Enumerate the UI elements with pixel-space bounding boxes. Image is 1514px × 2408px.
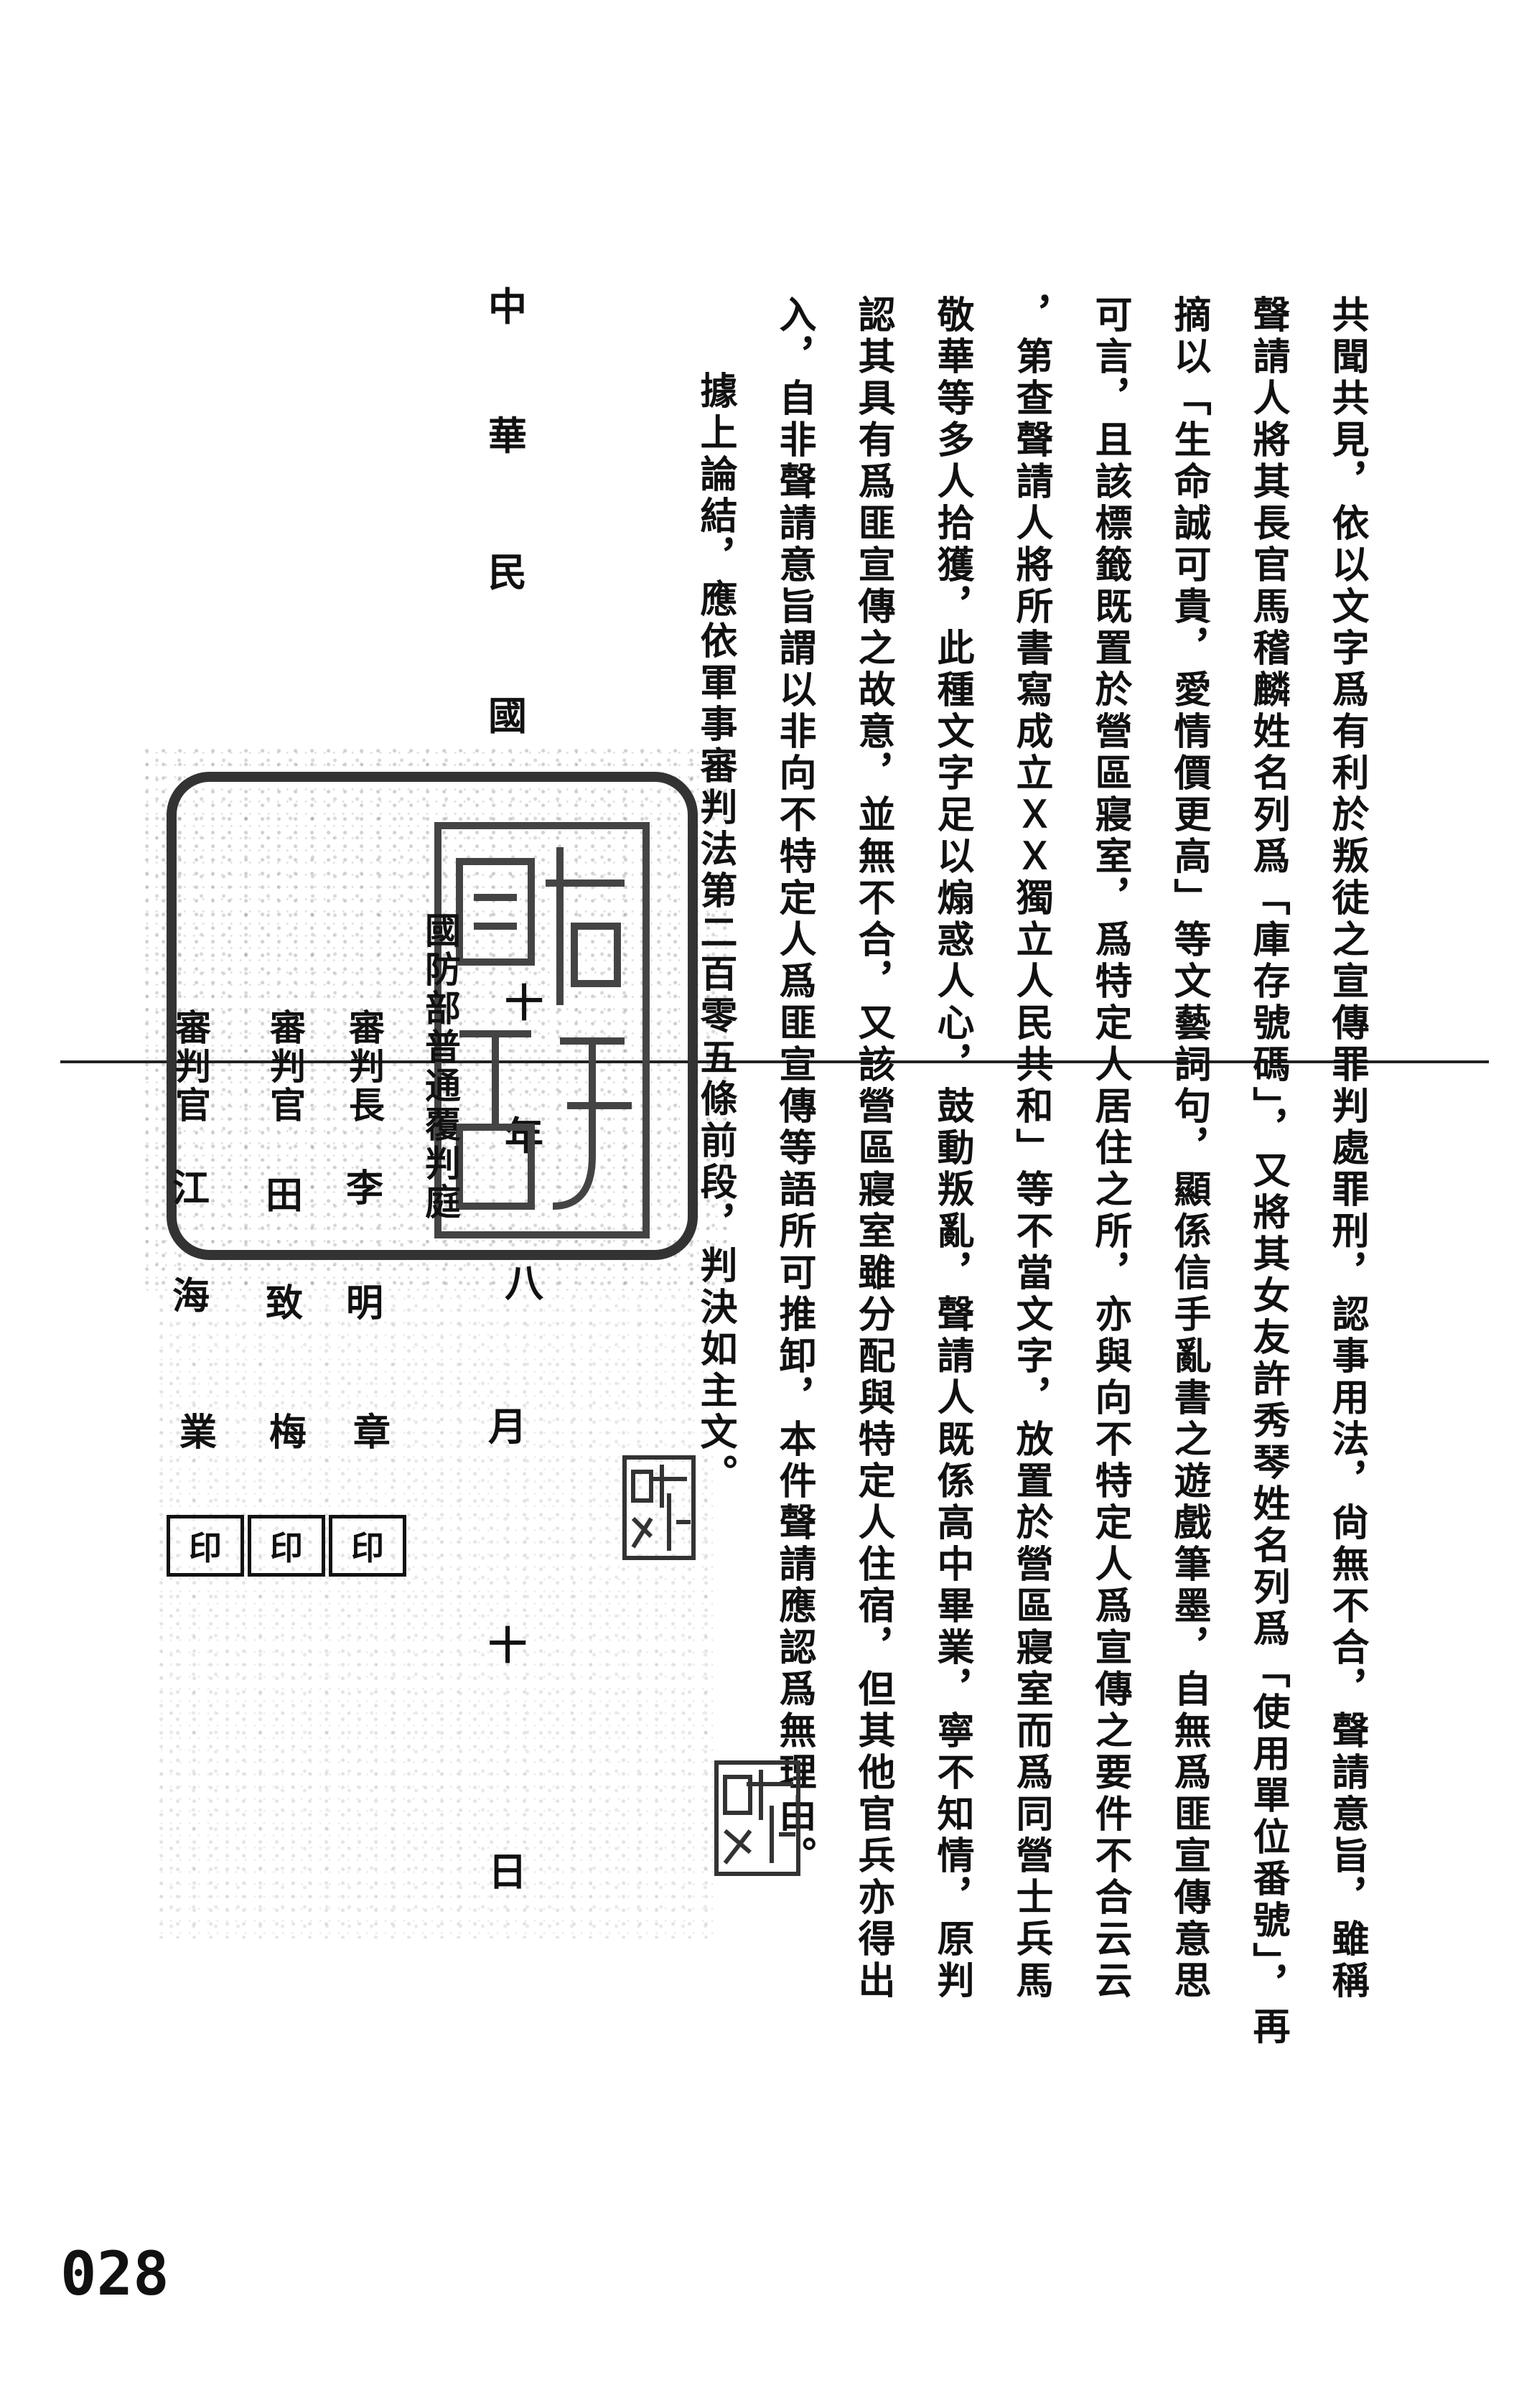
date-char: 年	[505, 1113, 543, 1159]
date-char: 中	[488, 284, 527, 330]
personal-seal-icon	[622, 1455, 696, 1560]
judge-name-char: 海	[172, 1274, 210, 1318]
body-column-9: 據上論結，應依軍事審判法第二百零五條前段，判決如主文。	[693, 371, 737, 1495]
body-column-6: 敬華等多人拾獲，此種文字足以煽惑人心，鼓動叛亂，聲請人既係高中畢業，寧不知情，原…	[930, 295, 974, 2002]
seal-mark-box: 印	[248, 1515, 325, 1577]
body-column-4: 可言，且該標籤既置於營區寢室，爲特定人居住之所，亦與向不特定人爲宣傳之要件不合云…	[1088, 295, 1132, 2002]
court-name: 國防部普通覆判庭	[419, 912, 462, 1222]
judge-name-char: 江	[172, 1167, 210, 1210]
fold-line	[60, 1060, 1489, 1063]
judge-name-char: 梅	[269, 1411, 307, 1455]
body-column-5: ，第查聲請人將所書寫成立ＸＸ獨立人民共和」等不當文字，放置於營區寢室而爲同營士兵…	[1009, 295, 1053, 2002]
judge-name-char: 致	[266, 1282, 304, 1325]
judge-title: 審判長	[343, 1009, 385, 1125]
judge-title: 審判官	[264, 1009, 307, 1125]
court-seal-icon	[434, 822, 650, 1238]
date-char: 華	[488, 413, 527, 459]
judge-name-char: 李	[346, 1167, 384, 1210]
body-column-2: 聲請人將其長官馬稽麟姓名列爲「庫存號碼」，又將其女友許秀琴姓名列爲「使用單位番號…	[1246, 295, 1290, 2048]
date-char: 民	[488, 549, 527, 595]
seal-mark-box: 印	[329, 1515, 406, 1577]
judge-name-char: 明	[346, 1282, 384, 1325]
body-column-3: 摘以「生命誠可貴，愛情價更高」等文藝詞句，顯係信手亂書之遊戲筆墨，自無爲匪宣傳意…	[1167, 295, 1211, 2002]
date-char: 日	[488, 1849, 527, 1895]
date-char: 月	[488, 1404, 527, 1450]
date-char: 十	[488, 1623, 527, 1669]
page-number: 028	[60, 2239, 169, 2309]
judge-name-char: 田	[266, 1174, 304, 1218]
judge-name-char: 業	[179, 1411, 218, 1455]
body-column-7: 認其具有爲匪宣傳之故意，並無不合，又該營區寢室雖分配與特定人住宿，但其他官兵亦得…	[851, 295, 895, 2002]
body-column-8: 入，自非聲請意旨謂以非向不特定人爲匪宣傳等語所可推卸，本件聲請應認爲無理由。	[772, 295, 816, 1877]
judge-name-char: 章	[353, 1411, 391, 1455]
body-column-1: 共聞共見，依以文字爲有利於叛徒之宣傳罪判處罪刑，認事用法，尙無不合，聲請意旨，雖…	[1325, 295, 1369, 2002]
seal-mark-box: 印	[167, 1515, 244, 1577]
date-char: 國	[488, 693, 527, 739]
court-seal-frame	[167, 772, 698, 1260]
personal-seal-icon	[714, 1760, 800, 1876]
date-char: 八	[505, 1260, 543, 1306]
date-char: 十	[505, 980, 543, 1026]
judge-title: 審判官	[169, 1009, 212, 1125]
scan-noise	[158, 1292, 718, 1938]
